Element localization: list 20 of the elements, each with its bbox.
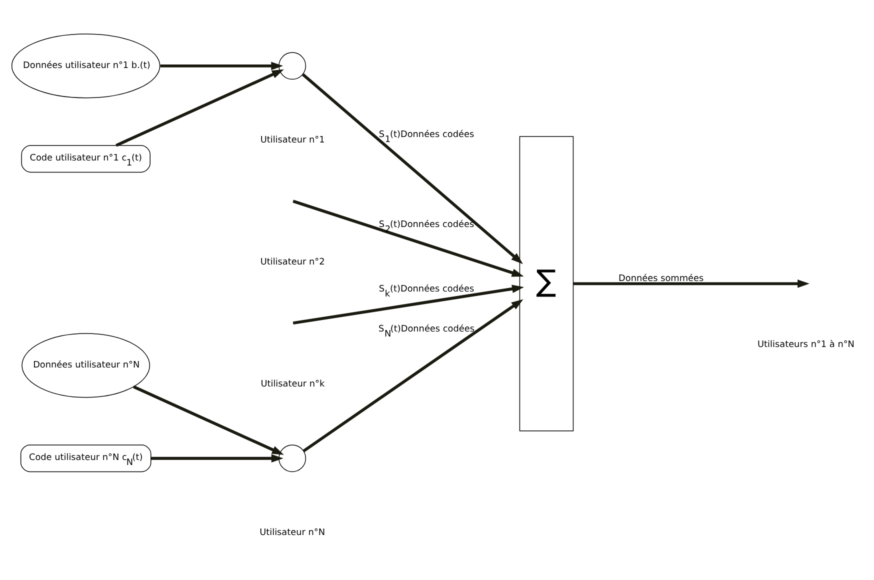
node-ellipse: Données utilisateur n°1 b.(t) [11,34,160,98]
arrow [116,69,284,147]
node-circle [278,52,306,80]
label: Utilisateurs n°1 à n°N [758,340,854,350]
node-ellipse: Données utilisateur n°N [22,333,150,398]
edge-label: Données sommées [618,274,704,284]
label: Utilisateur n°1 [260,136,325,146]
label: Utilisateur n°2 [260,257,325,268]
arrow [292,200,524,277]
arrow [150,454,284,462]
arrow [573,280,810,288]
node-circle [278,444,306,472]
arrow [302,73,523,264]
arrow [302,299,524,452]
arrow [160,62,284,70]
arrow [133,385,284,455]
label: Utilisateur n°k [260,379,325,390]
label: Utilisateur n°N [260,528,326,538]
node-box: ∑ [519,136,574,432]
arrow [292,284,524,325]
